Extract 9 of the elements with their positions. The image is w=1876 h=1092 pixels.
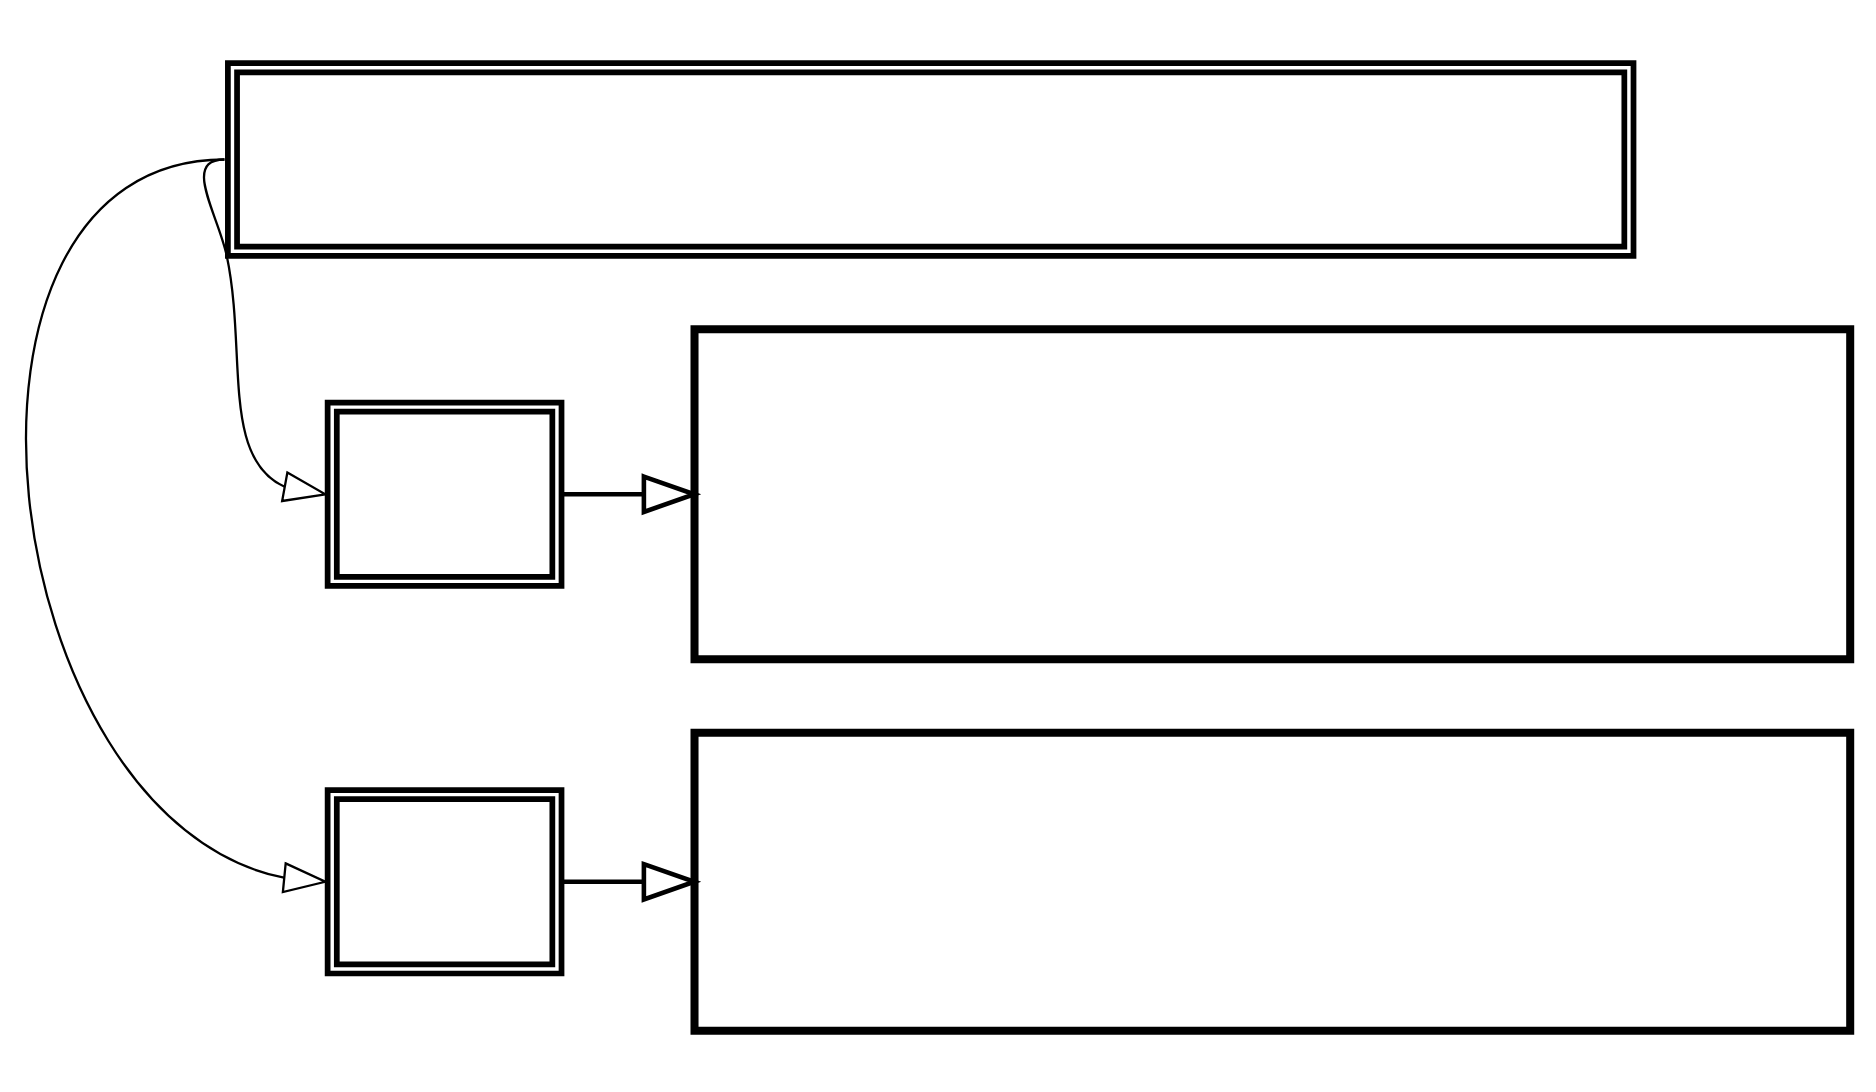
node-box [225, 59, 1637, 258]
node-box [690, 324, 1855, 663]
node-box [324, 398, 565, 588]
arrow [25, 157, 329, 893]
node-box [690, 727, 1855, 1034]
arrow [561, 472, 702, 515]
node-box [324, 786, 565, 976]
arrow [202, 157, 329, 502]
arrow [561, 859, 702, 902]
